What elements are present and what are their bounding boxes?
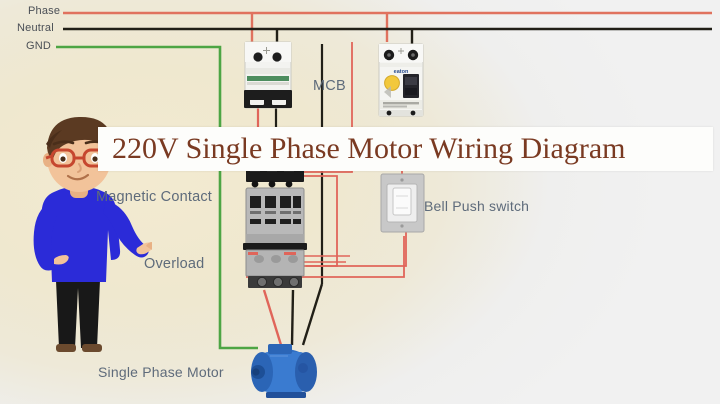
- label-magnetic-contact: Magnetic Contact: [96, 189, 213, 205]
- device-mcb[interactable]: [244, 41, 292, 109]
- label-phase: Phase: [28, 5, 61, 17]
- device-contactor[interactable]: [243, 166, 307, 288]
- device-bell-push-switch[interactable]: [380, 173, 425, 233]
- device-rccb[interactable]: eaton: [378, 43, 424, 117]
- label-bell-push-switch: Bell Push switch: [424, 198, 530, 214]
- label-overload: Overload: [144, 256, 205, 272]
- svg-text:eaton: eaton: [394, 69, 409, 75]
- title-banner: 220V Single Phase Motor Wiring Diagram: [98, 127, 713, 171]
- label-mcb: MCB: [313, 78, 346, 94]
- motor-lead-wires: [262, 283, 324, 346]
- page-title: 220V Single Phase Motor Wiring Diagram: [112, 132, 626, 165]
- device-motor[interactable]: [251, 344, 317, 398]
- phase-wire-group: [63, 11, 712, 42]
- ground-wire-group: [56, 45, 258, 350]
- label-neutral: Neutral: [17, 22, 54, 34]
- label-single-phase-motor: Single Phase Motor: [98, 364, 224, 380]
- label-gnd: GND: [26, 40, 52, 52]
